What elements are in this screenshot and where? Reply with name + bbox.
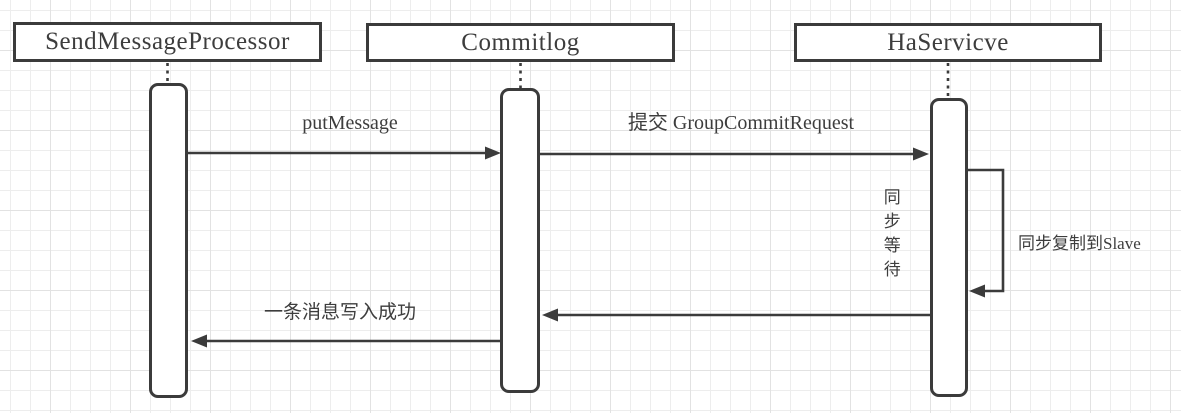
message-label-groupcommitrequest: 提交 GroupCommitRequest	[627, 112, 855, 134]
participant-box-commitlog: Commitlog	[366, 23, 675, 62]
arrowhead-groupcommitrequest	[913, 147, 929, 161]
message-label-sync-copy-to-slave: 同步复制到Slave	[1018, 234, 1141, 253]
participant-box-sendmessageprocessor: SendMessageProcessor	[13, 22, 322, 62]
arrowhead-write-success	[191, 334, 207, 348]
activation-bar-commitlog	[500, 88, 540, 393]
participant-box-haservicve: HaServicve	[794, 23, 1102, 62]
note-sync-wait: 同步等待	[880, 188, 900, 284]
participant-label: Commitlog	[461, 28, 580, 56]
message-line-sync-copy-to-slave	[968, 168, 1005, 293]
activation-bar-haservicve	[930, 98, 968, 397]
message-label-putmessage: putMessage	[302, 112, 398, 134]
participant-label: HaServicve	[887, 28, 1009, 56]
arrowhead-putmessage	[485, 146, 501, 160]
participant-label: SendMessageProcessor	[45, 28, 290, 55]
message-label-write-success: 一条消息写入成功	[263, 302, 416, 323]
arrowhead-haservicve-return	[542, 308, 558, 322]
activation-bar-sendmessageprocessor	[149, 83, 188, 398]
arrowhead-sync-copy-to-slave	[969, 284, 985, 298]
